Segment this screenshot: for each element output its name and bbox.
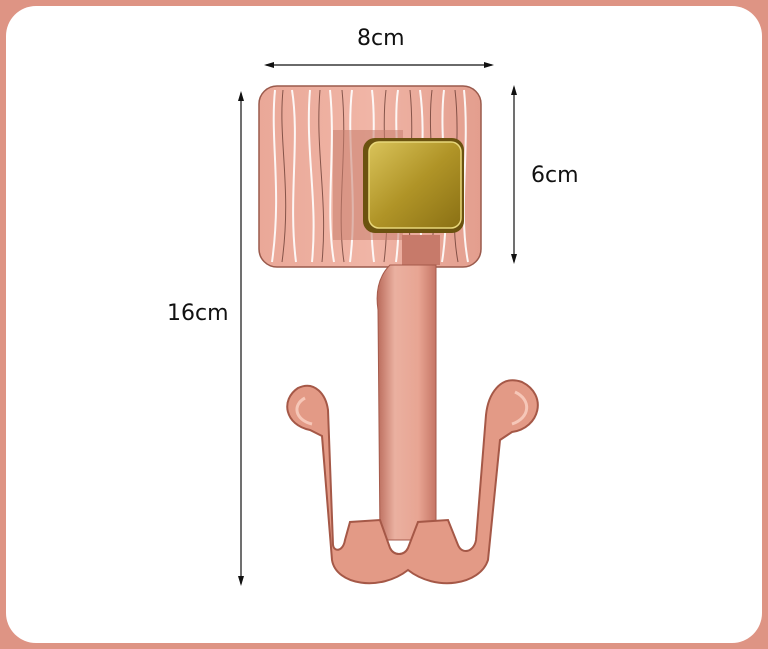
width-dimension-arrow — [264, 62, 494, 68]
total-height-label: 16cm — [167, 301, 229, 326]
total-height-dimension-arrow — [238, 91, 244, 586]
plate-height-dimension-arrow — [511, 85, 517, 264]
gold-cap — [363, 138, 464, 233]
plate-height-label: 6cm — [531, 163, 579, 188]
width-label: 8cm — [357, 26, 405, 51]
